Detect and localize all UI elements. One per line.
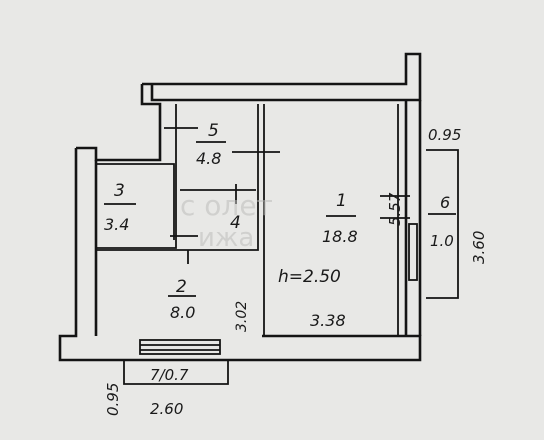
room6-area: 1.0 [430, 232, 454, 250]
wall-room3-inner [96, 163, 175, 240]
room2-area: 8.0 [170, 303, 195, 322]
dim-557: 5.57 [386, 192, 404, 226]
window-room6 [408, 223, 418, 281]
walls [58, 52, 459, 385]
room5-number: 5 [208, 121, 219, 141]
dim-095-left: 0.95 [104, 383, 122, 416]
wall-top [142, 52, 422, 102]
room1-number: 1 [336, 191, 347, 211]
door-marks [164, 127, 410, 264]
dimension-labels: h=2.50 3.38 7/0.7 2.60 0.95 0.95 5.57 3.… [104, 126, 488, 418]
room2-number: 2 [176, 277, 187, 297]
fraction-bars [104, 141, 456, 297]
dim-095-right: 0.95 [428, 126, 461, 144]
room6-number: 6 [440, 193, 450, 212]
watermark-line1: с олет [180, 189, 273, 222]
balcony-outline [123, 360, 229, 385]
room3-number: 3 [114, 181, 125, 201]
wall-room3 [96, 104, 177, 249]
dim-302: 3.02 [234, 301, 250, 332]
room-labels: 5 4.8 3 3.4 4 1 18.8 2 8.0 6 1.0 [104, 121, 454, 322]
dim-260: 2.60 [150, 400, 183, 418]
right-protrusion [426, 149, 459, 299]
wall-upper-left [76, 84, 162, 162]
balcony-label: 7/0.7 [150, 366, 189, 384]
dim-338: 3.38 [310, 311, 346, 330]
watermark-line2: ижа [198, 223, 254, 253]
room5-area: 4.8 [196, 149, 221, 168]
dim-360: 3.60 [470, 231, 488, 264]
room4-number: 4 [230, 213, 241, 233]
room1-area: 18.8 [322, 227, 358, 246]
ceiling-height: h=2.50 [278, 267, 341, 287]
balcony-hatch [140, 344, 220, 351]
balcony-window [139, 339, 221, 355]
room3-area: 3.4 [104, 215, 129, 234]
